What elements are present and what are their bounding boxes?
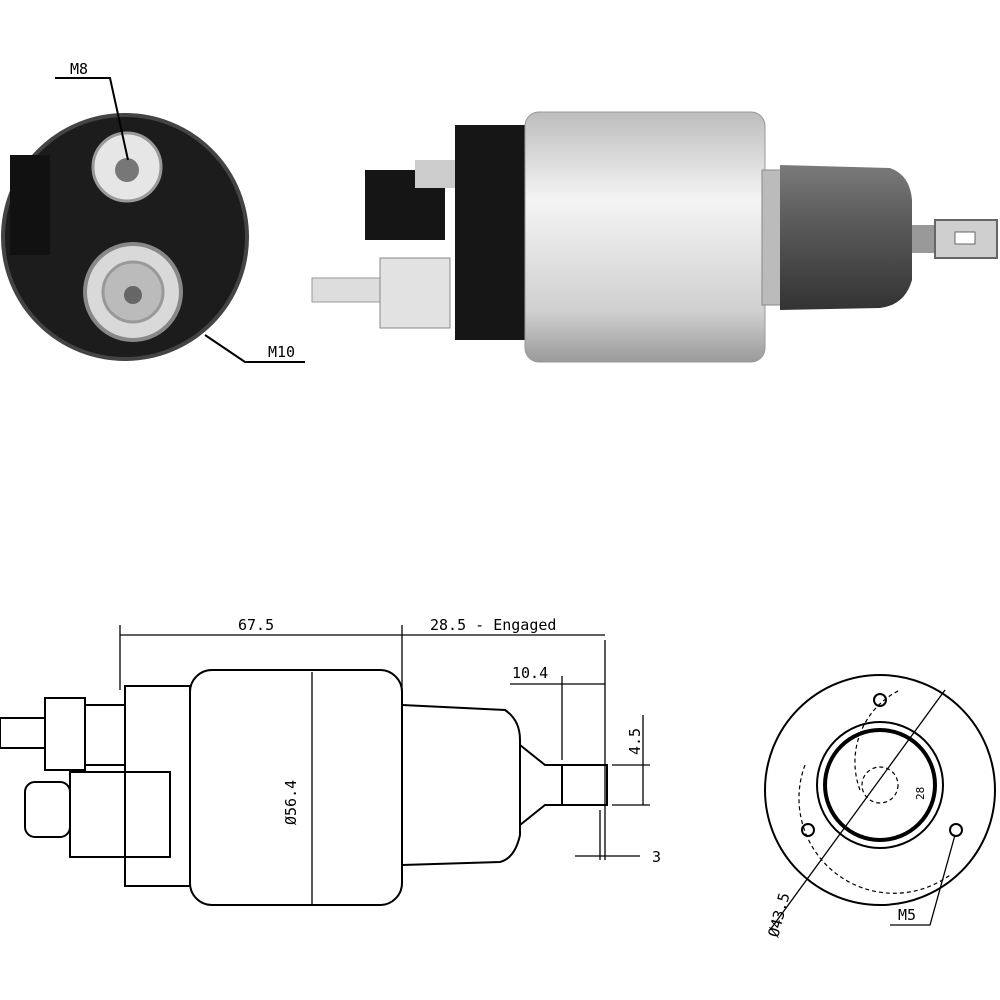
m8-terminal [91, 131, 163, 203]
photo-end-view: M8 M10 [1, 60, 305, 363]
mount-hole-left [801, 823, 815, 837]
dim-tab-width: 4.5 [626, 728, 644, 755]
dim-body-diameter: Ø56.4 [282, 780, 300, 825]
m8-label: M8 [70, 60, 88, 78]
drawing-end-view: Ø43.5 28 M5 [764, 674, 996, 939]
dim-tab-length: 10.4 [512, 664, 548, 682]
dim-body-length: 67.5 [238, 616, 274, 634]
mount-hole-top [873, 693, 887, 707]
dim-engaged-length: 28.5 - Engaged [430, 616, 556, 634]
dim-tab-thickness: 3 [652, 848, 661, 866]
m10-terminal [83, 242, 183, 342]
m10-label: M10 [268, 343, 295, 361]
mount-hole-right [949, 823, 963, 837]
photo-side-view [311, 111, 998, 363]
dim-bolt-circle: Ø43.5 [764, 891, 793, 939]
mount-thread-label: M5 [898, 906, 916, 924]
center-mark: 28 [914, 787, 927, 800]
drawing-side-view: 67.5 28.5 - Engaged 10.4 4.5 3 Ø56.4 [0, 616, 661, 906]
